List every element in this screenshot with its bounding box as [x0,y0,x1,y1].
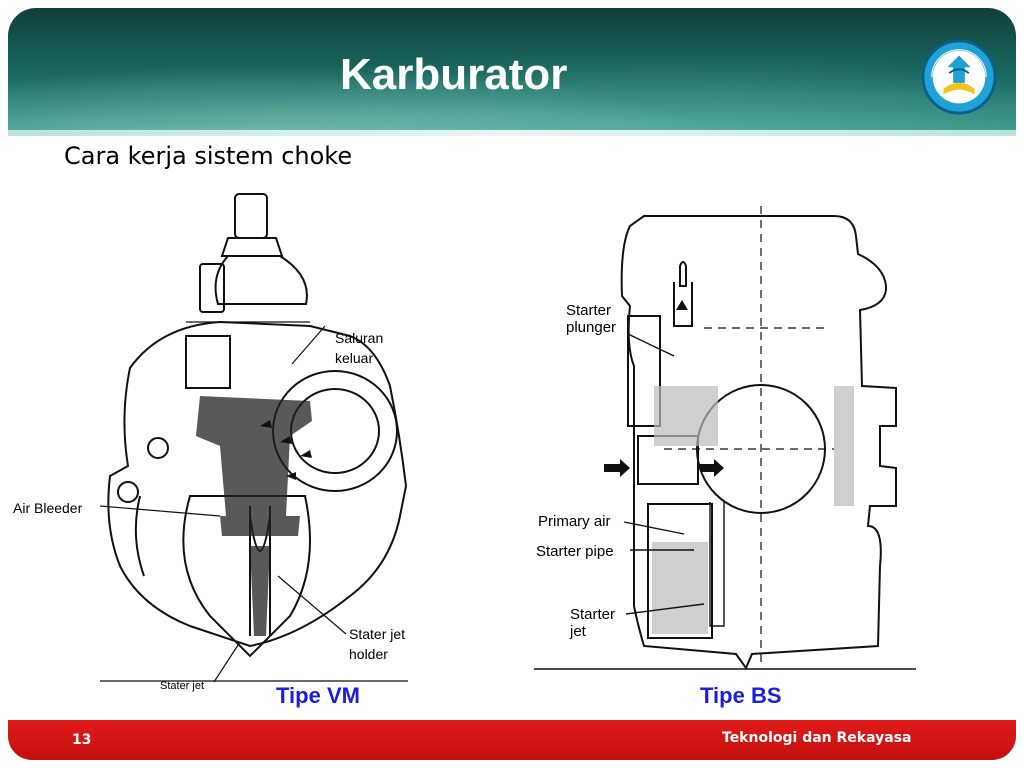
footer-text: Teknologi dan Rekayasa [722,730,912,746]
label-primary-air: Primary air [538,513,611,530]
page-number: 13 [72,732,92,748]
label-starter-jet-bs: Starter jet [570,606,616,640]
carburetor-vm-diagram [100,193,408,683]
label-starter-plunger: Starter plunger [566,302,617,336]
label-air-bleeder: Air Bleeder [13,500,83,516]
slide-subtitle: Cara kerja sistem choke [64,142,353,170]
caption-tipe-vm: Tipe VM [276,683,360,708]
caption-tipe-bs: Tipe BS [700,683,782,708]
label-stater-jet-holder: Stater jet holder [349,626,406,662]
label-stater-jet-vm: Stater jet [160,680,205,692]
label-starter-pipe: Starter pipe [536,543,614,560]
label-saluran-keluar: Saluran keluar [335,330,384,366]
slide-title: Karburator [340,50,568,99]
carburetor-bs-diagram [534,206,916,671]
header-band [8,8,1016,136]
footer-band [8,720,1016,760]
tut-wuri-handayani-logo [921,39,997,115]
